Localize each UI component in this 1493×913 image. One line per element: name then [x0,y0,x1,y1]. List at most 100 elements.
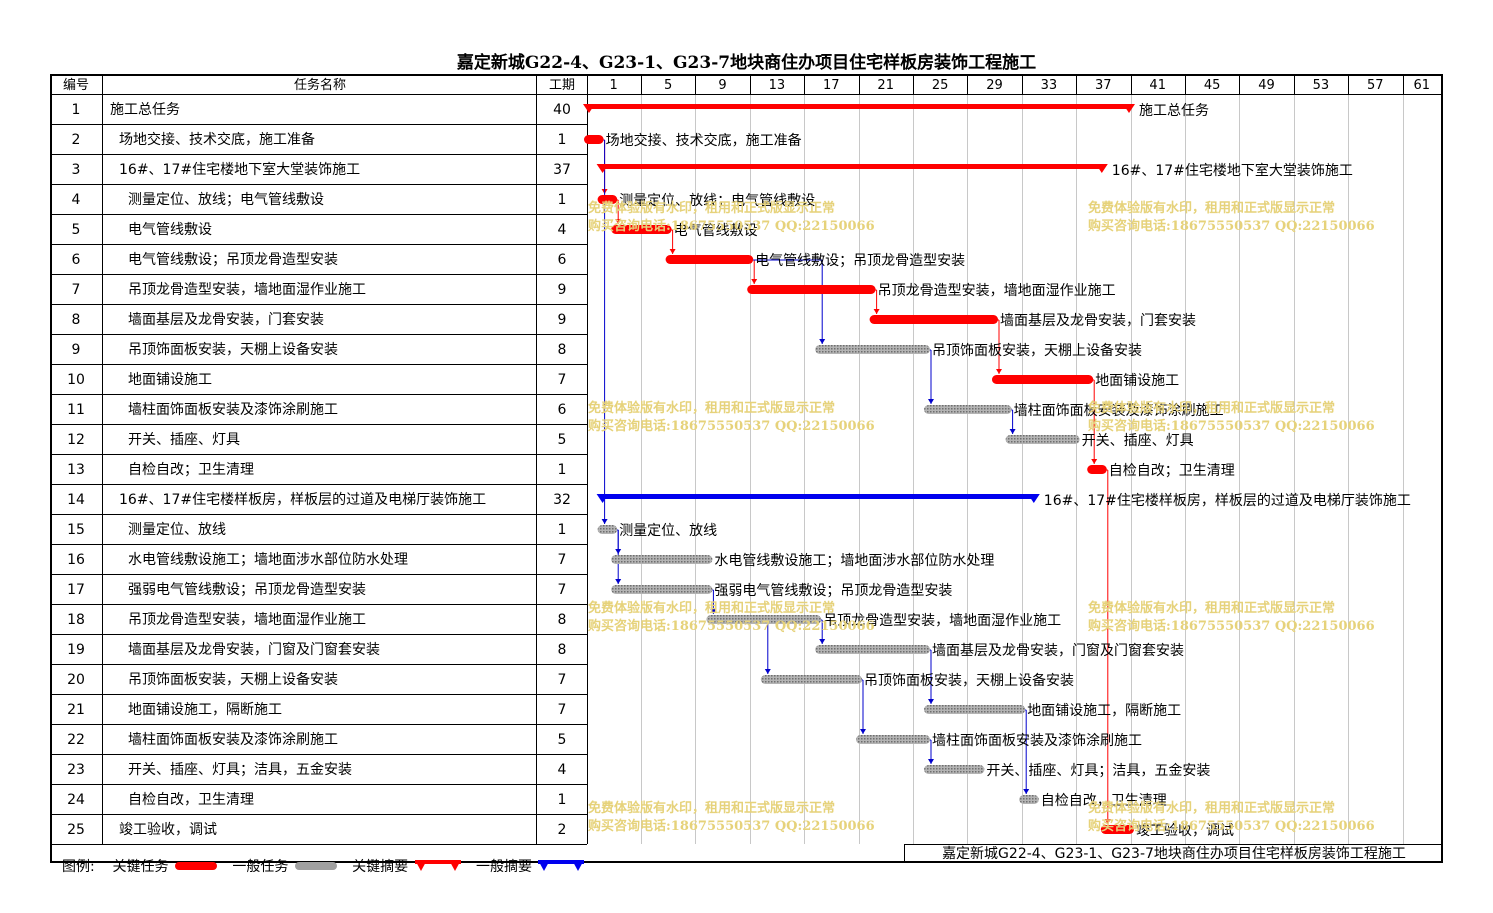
dependency-arrow [819,339,826,344]
summary-bar [600,494,1036,499]
row-id: 17 [67,582,85,598]
row-task-name: 吊顶饰面板安装，天棚上设备安装 [128,342,338,358]
timescale-gridline [1239,95,1241,844]
task-bar-label: 吊顶龙骨造型安装，墙地面湿作业施工 [878,283,1116,299]
row-id: 14 [67,492,85,508]
timescale-divider [1184,76,1186,95]
timescale-tick: 49 [1258,78,1275,93]
dependency-arrow [615,579,622,584]
row-duration: 7 [557,582,567,598]
row-duration: 4 [557,762,567,778]
timescale-divider [749,76,751,95]
legend-summary-critical-swatch [414,860,461,871]
row-task-name: 测量定位、放线 [128,522,226,538]
summary-bar-start-cap [596,164,609,173]
row-task-name: 吊顶饰面板安装，天棚上设备安装 [128,672,338,688]
task-bar-label: 竣工验收，调试 [1136,823,1234,839]
row-divider [52,484,587,485]
timescale-tick: 45 [1203,78,1221,93]
row-divider [52,364,587,365]
row-duration: 7 [557,372,567,388]
timescale-gridline [695,95,697,844]
legend-summary-critical-label: 关键摘要 [352,859,409,875]
row-task-name: 测量定位、放线；电气管线敷设 [128,192,324,208]
task-bar-label: 地面铺设施工，隔断施工 [1027,703,1181,719]
dependency-arrow [615,219,622,224]
row-duration: 8 [557,342,567,358]
timescale-gridline [1348,95,1350,844]
timescale-tick: 17 [823,78,840,93]
summary-bar-end-cap [1027,494,1040,503]
row-task-name: 地面铺设施工，隔断施工 [128,702,282,718]
timescale-divider [640,76,642,95]
row-id: 12 [67,432,85,448]
row-task-name: 吊顶龙骨造型安装，墙地面湿作业施工 [128,612,366,628]
row-id: 20 [67,672,85,688]
row-id: 22 [67,732,85,748]
timescale-tick: 37 [1095,78,1112,93]
row-id: 8 [71,312,81,328]
legend-normal-swatch [294,862,337,870]
row-id: 19 [67,642,85,658]
gantt-frame [50,74,1443,863]
row-id: 5 [71,222,81,238]
task-bar [611,585,713,594]
timescale-tick: 33 [1040,78,1058,93]
timescale-divider [1076,76,1078,95]
header-duration: 工期 [548,78,575,93]
task-bar-label: 电气管线敷设 [674,223,758,239]
timescale-tick: 57 [1367,78,1384,93]
task-bar [611,225,672,234]
dependency-arrow [601,519,608,524]
row-id: 18 [67,612,85,628]
header-id: 编号 [62,78,89,93]
timescale-tick: 13 [768,78,786,93]
row-task-name: 开关、插座、灯具；洁具，五金安装 [128,762,352,778]
row-divider [52,634,587,635]
timescale-divider [912,76,914,95]
row-duration: 9 [557,282,567,298]
row-divider [52,304,587,305]
timescale-gridline [640,95,642,844]
summary-bar-end-cap [1123,104,1135,113]
dependency-arrow [1023,789,1030,794]
legend: 图例: 关键任务 一般任务 关键摘要 一般摘要 [62,856,586,876]
row-duration: 4 [557,222,567,238]
timescale-divider [1402,76,1404,95]
timescale-divider [1021,76,1023,95]
row-id: 21 [67,702,85,718]
row-divider [52,424,587,425]
dependency-arrow [710,609,717,614]
row-id: 10 [67,372,85,388]
row-duration: 40 [553,102,571,118]
legend-summary-normal-label: 一般摘要 [475,859,532,875]
timescale-divider [1348,76,1350,95]
task-bar-label: 水电管线敷设施工；墙地面涉水部位防水处理 [714,553,994,569]
row-divider [52,514,587,515]
task-bar [597,525,618,534]
task-bar [924,705,1026,714]
dependency-arrow [1009,429,1016,434]
row-id: 23 [67,762,85,778]
timescale-gridline [1021,95,1023,844]
row-divider [52,274,587,275]
header-task-name: 任务名称 [293,78,346,93]
summary-bar [587,104,1131,109]
summary-bar-start-cap [596,494,609,503]
task-bar-label: 强弱电气管线敷设；吊顶龙骨造型安装 [714,583,952,599]
row-task-name: 16#、17#住宅楼样板房，样板层的过道及电梯厅装饰施工 [119,492,487,508]
task-bar-label: 测量定位、放线 [619,523,717,539]
row-task-name: 墙面基层及龙骨安装，门窗及门窗套安装 [128,642,380,658]
dependency-arrow [928,699,934,704]
row-id: 11 [67,402,85,418]
task-bar [584,135,604,144]
timescale-tick: 61 [1413,78,1431,93]
task-bar-label: 16#、17#住宅楼样板房，样板层的过道及电梯厅装饰施工 [1044,493,1411,509]
legend-title: 图例: [62,859,95,875]
row-divider [52,244,587,245]
row-divider [52,664,587,665]
timescale-gridline [912,95,914,844]
task-bar-label: 吊顶饰面板安装，天棚上设备安装 [864,672,1074,689]
dependency-arrow [928,759,934,764]
row-id: 4 [71,192,81,208]
